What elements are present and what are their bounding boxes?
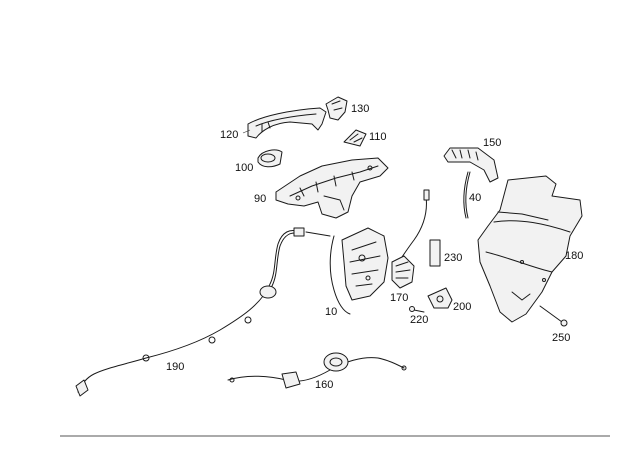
label-190: 190 [166, 361, 184, 373]
label-230: 230 [444, 252, 462, 264]
label-170: 170 [390, 292, 408, 304]
part-220-screw [409, 306, 425, 313]
label-10: 10 [325, 306, 337, 318]
label-130: 130 [351, 103, 369, 115]
part-250-screw [539, 305, 568, 327]
label-200: 200 [453, 301, 471, 313]
part-190-release-cable [75, 227, 305, 397]
part-160-bowden-cable [227, 352, 407, 389]
part-230-pad [429, 239, 441, 267]
part-90-handle-carrier [275, 157, 389, 219]
label-250: 250 [552, 332, 570, 344]
label-90: 90 [254, 193, 266, 205]
part-130-handle-cap [325, 96, 348, 121]
part-110-gasket [343, 129, 367, 147]
part-10-door-lock [305, 227, 389, 315]
label-150: 150 [483, 137, 501, 149]
label-160: 160 [315, 379, 333, 391]
label-110: 110 [369, 131, 387, 143]
part-200-latch-plate [427, 287, 453, 309]
part-170-actuator [391, 189, 430, 289]
part-150-bracket [443, 147, 499, 183]
label-220: 220 [410, 314, 428, 326]
part-100-handle-cover [257, 149, 283, 168]
label-40: 40 [469, 192, 481, 204]
part-120-door-handle [247, 107, 327, 139]
part-180-door-cover [477, 175, 583, 323]
label-100: 100 [235, 162, 253, 174]
label-120: 120 [220, 129, 238, 141]
label-180: 180 [565, 250, 583, 262]
leader-120 [242, 129, 251, 134]
part-40-rod [463, 171, 471, 219]
